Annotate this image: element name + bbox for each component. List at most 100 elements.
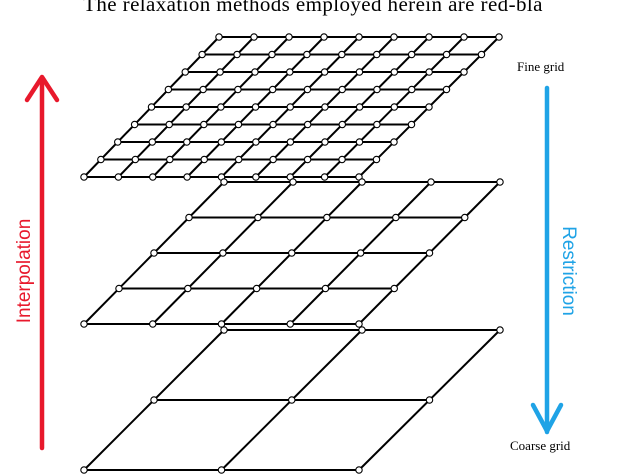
grid-node	[477, 50, 486, 59]
restriction-arrow	[530, 85, 564, 435]
grid-node	[442, 85, 451, 94]
grid-node	[268, 85, 277, 94]
grid-node	[390, 103, 399, 111]
grid-node	[217, 320, 226, 328]
grid-node	[234, 85, 242, 94]
grid-node	[130, 120, 139, 129]
grid-node	[200, 120, 208, 129]
grid-node	[425, 249, 434, 257]
grid-node	[234, 155, 243, 164]
grid-node	[355, 68, 364, 76]
grid-node	[338, 120, 347, 129]
grid-node	[321, 138, 329, 146]
grid-node	[114, 173, 123, 181]
grid-node	[355, 138, 364, 146]
grid-node	[303, 50, 311, 59]
interpolation-label: Interpolation	[14, 218, 35, 324]
grid-node	[355, 320, 363, 328]
grid-node	[80, 173, 88, 181]
grid-node	[269, 155, 277, 164]
grid-node	[460, 213, 469, 222]
grid-node	[148, 138, 157, 146]
grid-node	[184, 284, 192, 293]
grid-node	[373, 85, 381, 94]
grid-node	[252, 138, 260, 146]
grid-node	[251, 103, 260, 111]
grid-node	[496, 178, 504, 186]
grid-node	[390, 33, 398, 41]
grid-node	[460, 33, 468, 41]
grid-node	[356, 249, 365, 257]
grid-node	[407, 50, 416, 59]
grid-node	[358, 178, 366, 186]
grid-node	[97, 155, 105, 164]
grid-node	[252, 284, 261, 293]
grid-node	[115, 284, 123, 293]
grid-node	[254, 213, 262, 222]
grid-node	[338, 85, 346, 94]
grid-node	[355, 103, 364, 111]
grid-node	[268, 50, 276, 59]
grid-node	[219, 249, 227, 257]
grid-node	[165, 120, 173, 129]
grid-node	[285, 33, 293, 41]
grid-node	[320, 68, 329, 76]
grid-node	[286, 320, 294, 328]
grid-node	[80, 320, 88, 328]
grid-node	[198, 50, 206, 59]
coarse-grid-label: Coarse grid	[510, 438, 571, 453]
grid-node	[496, 326, 504, 334]
grid-node	[215, 33, 223, 41]
grid-node	[286, 103, 294, 111]
fine-grid-label: Fine grid	[517, 59, 565, 74]
grid-node	[185, 213, 193, 222]
grid-node	[338, 155, 346, 164]
coarse-grid	[80, 326, 504, 474]
grid-node	[149, 173, 157, 181]
grid-node	[425, 68, 433, 76]
grid-node	[149, 320, 157, 328]
grid-node	[372, 50, 381, 59]
grid-node	[373, 120, 381, 129]
grid-node	[320, 33, 328, 41]
grid-node	[289, 178, 297, 186]
grid-node	[183, 138, 191, 146]
grid-node	[425, 396, 434, 404]
grid-node	[181, 68, 190, 76]
grid-node	[321, 284, 330, 293]
grid-node	[390, 138, 398, 146]
grid-node	[286, 68, 294, 76]
grid-node	[390, 284, 398, 293]
grid-node	[150, 249, 158, 257]
grid-node	[495, 33, 503, 41]
grid-node	[233, 50, 241, 59]
grid-node	[164, 85, 173, 94]
grid-node	[321, 103, 329, 111]
grid-node	[147, 103, 156, 111]
grid-node	[303, 155, 312, 164]
fine-grid	[80, 33, 503, 181]
grid-node	[166, 155, 174, 164]
grid-node	[407, 85, 416, 94]
grid-node	[217, 138, 226, 146]
grid-node	[390, 68, 399, 76]
grid-node	[251, 68, 259, 76]
grid-node	[199, 85, 207, 94]
grid-node	[131, 155, 140, 164]
grid-node	[250, 33, 258, 41]
grid-node	[269, 120, 277, 129]
grid-node	[425, 103, 433, 111]
grid-node	[372, 155, 381, 164]
grid-node	[355, 33, 363, 41]
restriction-label: Restriction	[558, 226, 579, 316]
grid-node	[287, 396, 296, 404]
grid-node	[323, 213, 331, 222]
grid-node	[320, 173, 329, 181]
caption-fragment: The relaxation methods employed herein a…	[83, 0, 543, 16]
grid-node	[460, 68, 468, 76]
grid-node	[287, 249, 296, 257]
grid-node	[234, 120, 243, 129]
grid-node	[303, 120, 312, 129]
